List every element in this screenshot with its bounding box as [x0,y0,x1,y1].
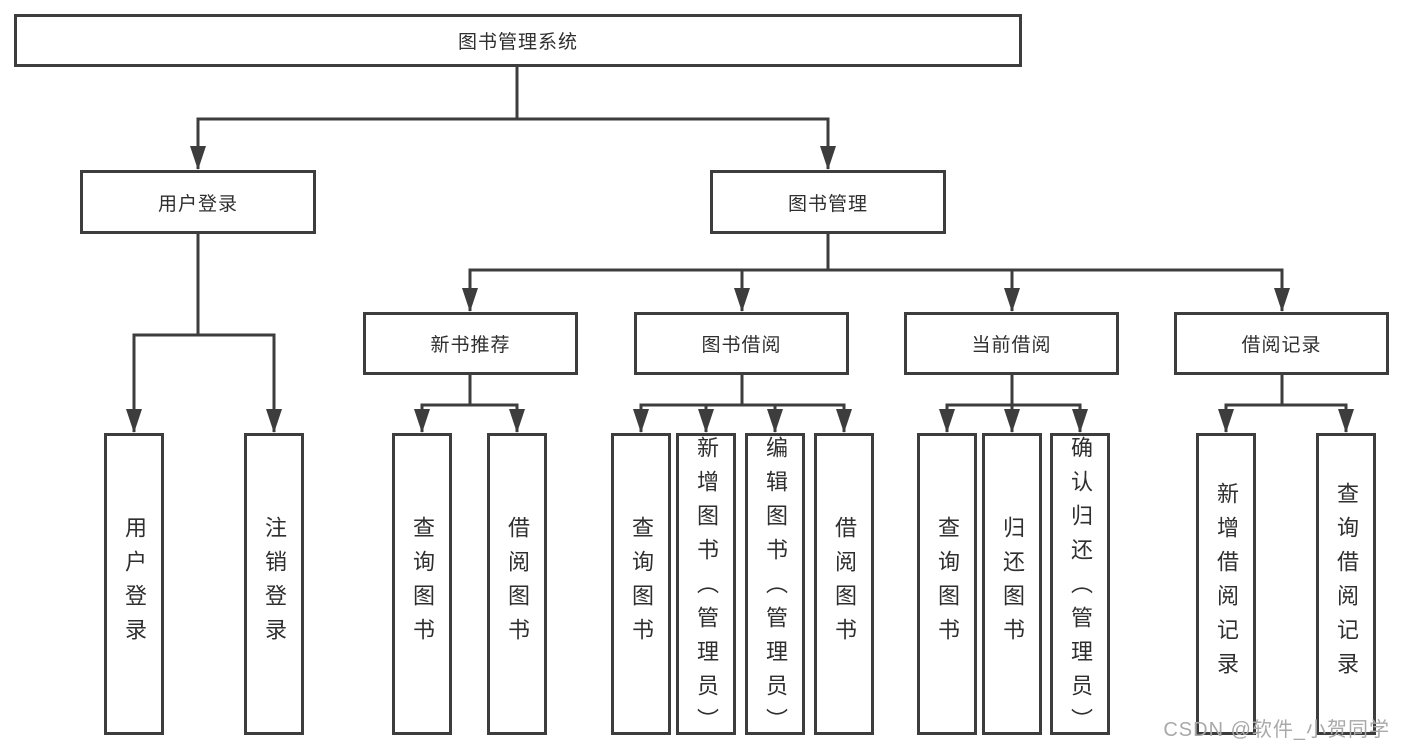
leaf-borrow-borrow-book-label: 借阅图书 [832,516,857,652]
csdn-watermark: CSDN @软件_小贺同学 [1163,719,1390,741]
leaf-current-query-book-label: 查询图书 [935,516,960,652]
leaf-logout: 注销登录 [244,433,304,735]
leaf-current-return-book: 归还图书 [982,433,1042,735]
leaf-records-query-record-label: 查询借阅记录 [1334,482,1359,686]
leaf-borrow-add-book-admin: 新增图书（管理员） [676,433,736,742]
node-new-book-recommend: 新书推荐 [363,312,578,375]
leaf-user-login-label: 用户登录 [122,516,147,652]
leaf-user-login: 用户登录 [104,433,164,735]
leaf-recommend-borrow-book-label: 借阅图书 [505,516,530,652]
node-user-login: 用户登录 [80,170,316,234]
leaf-recommend-borrow-book: 借阅图书 [487,433,547,735]
node-current-borrow: 当前借阅 [904,312,1119,375]
leaf-current-confirm-return-admin-label: 确认归还（管理员） [1068,436,1093,742]
leaf-borrow-query-book: 查询图书 [611,433,671,735]
leaf-records-query-record: 查询借阅记录 [1316,433,1376,735]
leaf-recommend-query-book-label: 查询图书 [410,516,435,652]
leaf-current-return-book-label: 归还图书 [1000,516,1025,652]
leaf-records-add-record-label: 新增借阅记录 [1214,482,1239,686]
leaf-borrow-add-book-admin-label: 新增图书（管理员） [694,436,719,742]
leaf-current-query-book: 查询图书 [917,433,977,735]
leaf-recommend-query-book: 查询图书 [392,433,452,735]
node-borrow-records: 借阅记录 [1174,312,1389,375]
leaf-borrow-edit-book-admin: 编辑图书（管理员） [745,433,805,742]
node-root: 图书管理系统 [14,14,1022,67]
leaf-borrow-edit-book-admin-label: 编辑图书（管理员） [763,436,788,742]
node-book-borrow: 图书借阅 [634,312,849,375]
leaf-current-confirm-return-admin: 确认归还（管理员） [1050,433,1110,742]
leaf-borrow-borrow-book: 借阅图书 [814,433,874,735]
node-book-management: 图书管理 [710,170,946,234]
leaf-logout-label: 注销登录 [262,516,287,652]
leaf-borrow-query-book-label: 查询图书 [629,516,654,652]
leaf-records-add-record: 新增借阅记录 [1196,433,1256,735]
